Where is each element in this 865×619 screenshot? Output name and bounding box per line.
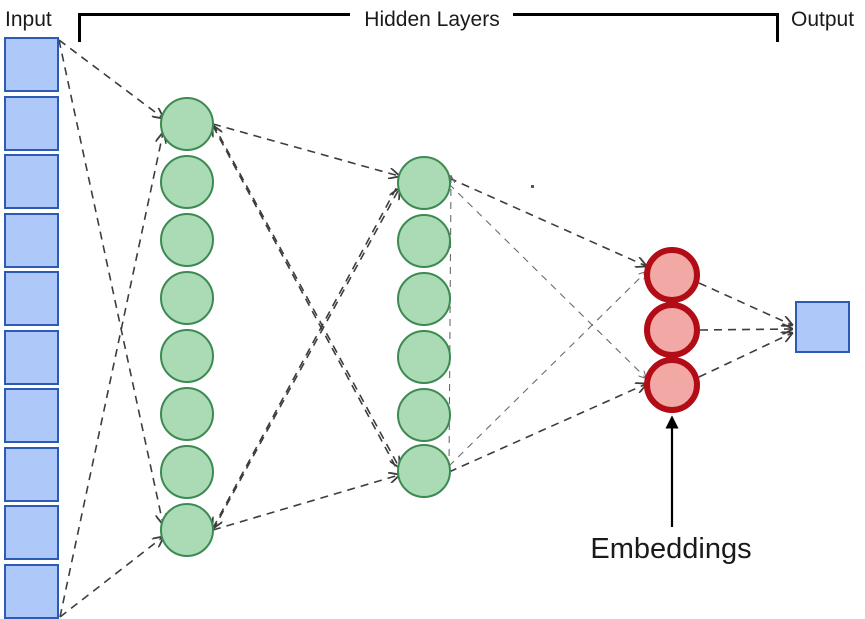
output-node[interactable] xyxy=(795,301,850,353)
hidden-node[interactable] xyxy=(160,97,214,151)
hidden-node[interactable] xyxy=(397,214,451,268)
connection-edge xyxy=(212,123,399,467)
hidden-node[interactable] xyxy=(160,387,214,441)
hidden-node[interactable] xyxy=(160,329,214,383)
hidden-node[interactable] xyxy=(397,272,451,326)
input-node[interactable] xyxy=(4,37,59,92)
hidden-layers-bracket xyxy=(78,13,779,42)
connection-edge xyxy=(699,329,792,330)
hidden-node[interactable] xyxy=(397,388,451,442)
connection-edge xyxy=(59,133,163,618)
connections-input-to-hidden1 xyxy=(58,39,163,618)
connection-edge xyxy=(448,272,646,467)
connection-edge xyxy=(213,126,400,474)
connection-edge xyxy=(448,177,646,266)
connection-edge xyxy=(212,189,399,531)
connection-edge xyxy=(59,537,163,618)
stray-mark xyxy=(531,185,534,188)
input-node[interactable] xyxy=(4,271,59,326)
connection-edge xyxy=(212,123,399,176)
connection-edge xyxy=(698,333,792,378)
hidden-layers-label: Hidden Layers xyxy=(364,8,499,31)
input-layer xyxy=(4,37,59,619)
input-node[interactable] xyxy=(4,505,59,560)
hidden-node[interactable] xyxy=(160,213,214,267)
embedding-node[interactable] xyxy=(644,357,700,413)
connection-edge xyxy=(213,182,400,528)
hidden-node[interactable] xyxy=(397,330,451,384)
input-node[interactable] xyxy=(4,564,59,619)
input-node[interactable] xyxy=(4,447,59,502)
embeddings-annotation: Embeddings xyxy=(590,415,752,565)
output-layer xyxy=(795,301,850,353)
embeddings-label: Embeddings xyxy=(590,533,751,565)
embedding-node[interactable] xyxy=(644,302,700,358)
connection-edge xyxy=(448,183,646,378)
hidden-node[interactable] xyxy=(160,155,214,209)
connections-hidden2-to-embeddings xyxy=(448,176,646,473)
connection-edge xyxy=(212,475,399,531)
output-label: Output xyxy=(791,8,854,31)
input-node[interactable] xyxy=(4,330,59,385)
embedding-node[interactable] xyxy=(644,247,700,303)
input-node[interactable] xyxy=(4,96,59,151)
input-node[interactable] xyxy=(4,388,59,443)
input-node[interactable] xyxy=(4,213,59,268)
hidden-layer-2 xyxy=(397,156,451,498)
hidden-node[interactable] xyxy=(397,156,451,210)
connections-embeddings-to-output xyxy=(698,282,792,378)
connections-hidden1-to-hidden2 xyxy=(212,123,400,531)
connection-edge xyxy=(58,39,163,118)
hidden-layer-1 xyxy=(160,97,214,557)
connection-edge xyxy=(58,39,163,524)
hidden-node[interactable] xyxy=(160,503,214,557)
connection-edge xyxy=(448,384,646,473)
hidden-node[interactable] xyxy=(397,444,451,498)
bracket-right-tick xyxy=(513,13,779,42)
input-node[interactable] xyxy=(4,154,59,209)
input-label: Input xyxy=(5,8,52,31)
embedding-layer xyxy=(644,247,700,413)
hidden-node[interactable] xyxy=(160,445,214,499)
hidden-node[interactable] xyxy=(160,271,214,325)
connection-edge xyxy=(698,282,792,325)
bracket-left-tick xyxy=(78,13,350,42)
connection-edge xyxy=(449,176,451,471)
